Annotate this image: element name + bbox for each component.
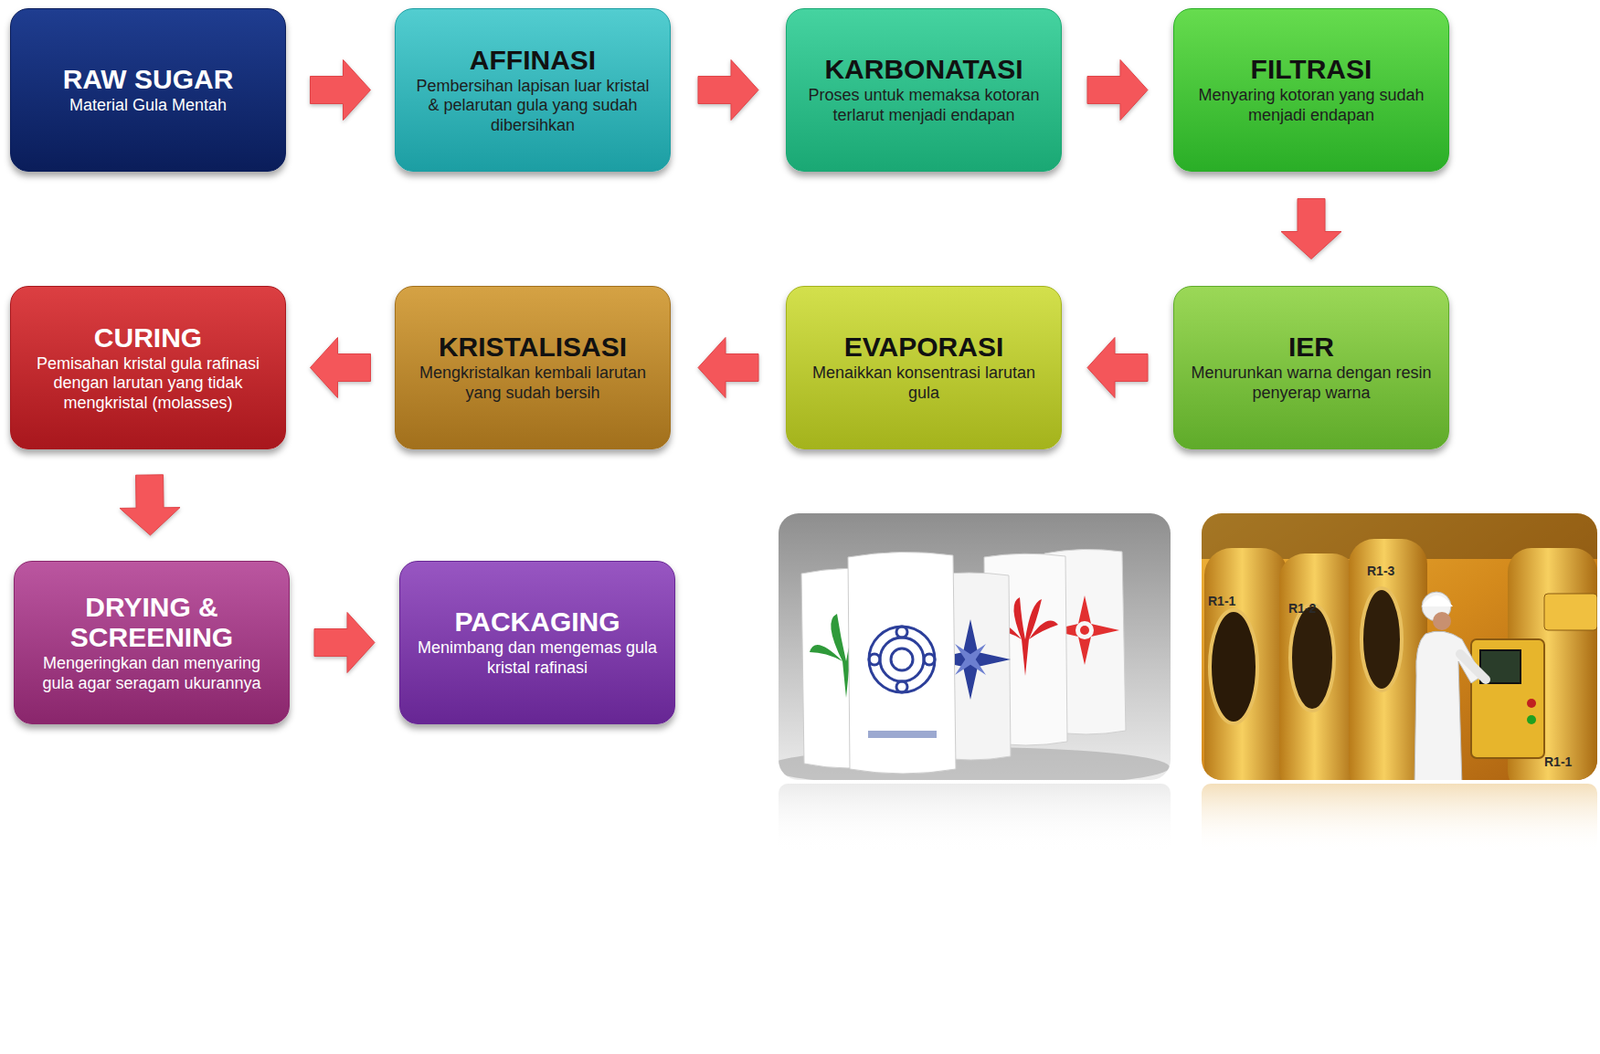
- step-description: Menaikkan konsentrasi larutan gula: [799, 363, 1049, 403]
- step-title: IER: [1288, 331, 1335, 362]
- step-description: Menurunkan warna dengan resin penyerap w…: [1186, 363, 1436, 403]
- process-box: KARBONATASIProses untuk memaksa kotoran …: [785, 8, 1062, 172]
- step-description: Material Gula Mentah: [69, 95, 227, 117]
- process-box: EVAPORASIMenaikkan konsentrasi larutan g…: [785, 286, 1062, 450]
- step-description: Pembersihan lapisan luar kristal & pelar…: [408, 76, 657, 137]
- process-box: CURINGPemisahan kristal gula rafinasi de…: [10, 286, 287, 450]
- flow-arrow: [314, 613, 375, 674]
- flow-arrow: [1281, 199, 1342, 260]
- machine-tag: R1-3: [1366, 563, 1395, 579]
- sugar-bags-photo: [778, 513, 1171, 781]
- machine-tag: R1-1: [1544, 754, 1572, 770]
- flow-arrow: [310, 60, 371, 121]
- step-title: EVAPORASI: [844, 331, 1004, 362]
- step-title: DRYING & SCREENING: [27, 592, 276, 653]
- step-title: PACKAGING: [454, 606, 620, 637]
- centrifuge-machine-photo: [1201, 513, 1598, 781]
- step-title: RAW SUGAR: [63, 63, 234, 95]
- flow-arrow: [698, 338, 759, 399]
- step-description: Menimbang dan mengemas gula kristal rafi…: [413, 638, 662, 679]
- flow-arrow: [119, 475, 181, 536]
- step-description: Menyaring kotoran yang sudah menjadi end…: [1186, 85, 1436, 126]
- machine-tag: R1-2: [1288, 601, 1316, 616]
- step-title: FILTRASI: [1250, 53, 1373, 85]
- process-box: PACKAGINGMenimbang dan mengemas gula kri…: [399, 561, 676, 725]
- flow-arrow: [1087, 338, 1148, 399]
- machine-tag: R1-1: [1207, 593, 1236, 609]
- process-box: IERMenurunkan warna dengan resin penyera…: [1173, 286, 1450, 450]
- process-box: AFFINASIPembersihan lapisan luar kristal…: [394, 8, 671, 172]
- step-title: AFFINASI: [469, 44, 596, 75]
- step-description: Mengeringkan dan menyaring gula agar ser…: [27, 654, 276, 694]
- step-description: Pemisahan kristal gula rafinasi dengan l…: [23, 354, 273, 414]
- flow-arrow: [698, 60, 759, 121]
- process-box: RAW SUGARMaterial Gula Mentah: [10, 8, 287, 172]
- step-title: KRISTALISASI: [438, 331, 627, 362]
- process-box: DRYING & SCREENINGMengeringkan dan menya…: [13, 561, 290, 725]
- photo-reflection: [1201, 784, 1598, 854]
- step-title: CURING: [94, 322, 202, 353]
- flow-arrow: [1087, 60, 1148, 121]
- process-box: KRISTALISASIMengkristalkan kembali larut…: [394, 286, 671, 450]
- flow-arrow: [310, 338, 371, 399]
- step-description: Mengkristalkan kembali larutan yang suda…: [408, 363, 657, 403]
- photo-reflection: [778, 784, 1171, 854]
- process-box: FILTRASIMenyaring kotoran yang sudah men…: [1173, 8, 1450, 172]
- step-description: Proses untuk memaksa kotoran terlarut me…: [799, 85, 1049, 126]
- step-title: KARBONATASI: [824, 53, 1023, 85]
